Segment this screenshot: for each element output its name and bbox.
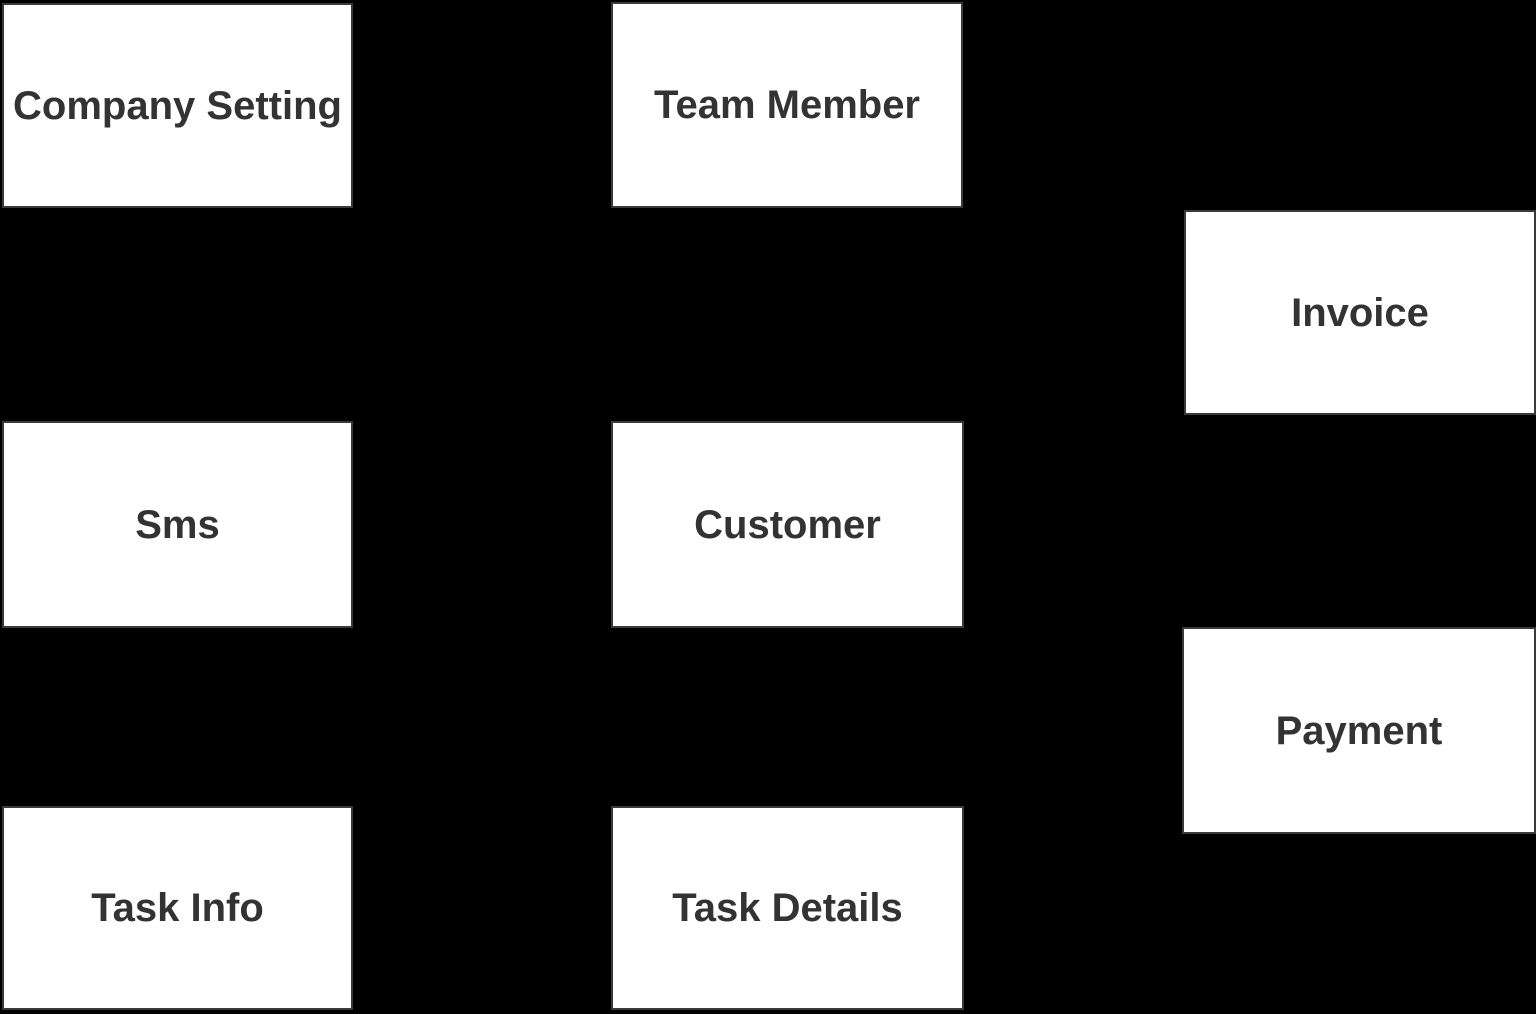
diagram-node-payment[interactable]: Payment	[1182, 627, 1536, 834]
node-label-task-info: Task Info	[91, 886, 264, 930]
diagram-node-task-details[interactable]: Task Details	[611, 806, 964, 1010]
node-label-task-details: Task Details	[672, 886, 903, 930]
node-label-payment: Payment	[1275, 708, 1443, 753]
diagram-node-task-info[interactable]: Task Info	[2, 806, 353, 1010]
node-label-invoice: Invoice	[1291, 290, 1429, 335]
node-label-sms: Sms	[135, 502, 220, 547]
node-label-company-setting: Company Setting	[13, 83, 342, 128]
diagram-node-customer[interactable]: Customer	[611, 421, 964, 628]
diagram-node-sms[interactable]: Sms	[2, 421, 353, 628]
node-label-team-member: Team Member	[653, 83, 920, 127]
diagram-node-team-member[interactable]: Team Member	[611, 2, 963, 208]
node-label-customer: Customer	[694, 502, 881, 547]
diagram-node-company-setting[interactable]: Company Setting	[2, 3, 353, 208]
diagram-node-invoice[interactable]: Invoice	[1184, 210, 1536, 415]
